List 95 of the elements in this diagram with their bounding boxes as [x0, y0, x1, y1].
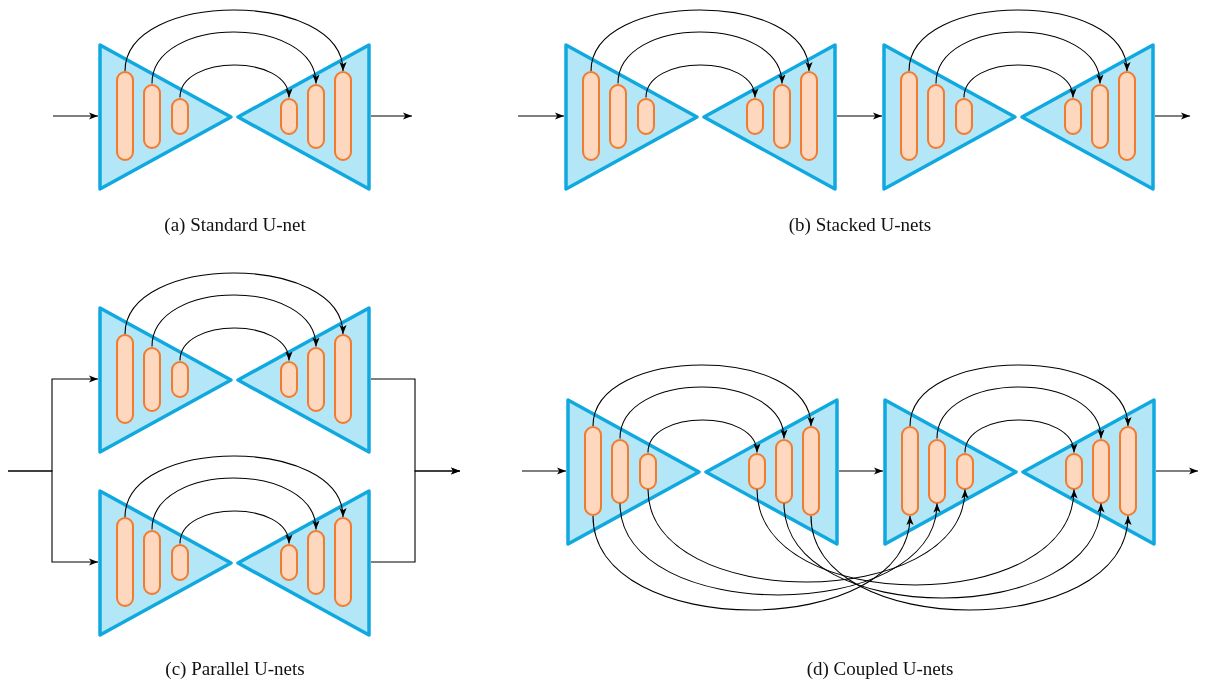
arrow — [517, 112, 565, 120]
pill-block — [928, 438, 946, 504]
triangle-block — [563, 42, 700, 192]
arrow — [964, 419, 1076, 454]
pill-block — [334, 71, 352, 161]
pill-block — [748, 452, 766, 490]
pill-block — [611, 438, 629, 504]
triangle-block — [882, 397, 1019, 547]
pill-block — [637, 97, 655, 135]
arrow — [124, 272, 345, 335]
triangle-block — [235, 488, 372, 638]
arrow — [647, 419, 759, 454]
pill-block — [746, 97, 764, 135]
arrow — [179, 327, 291, 362]
arrow — [151, 31, 318, 85]
arrow — [124, 9, 345, 72]
arrow — [908, 9, 1129, 72]
arrow — [783, 502, 1103, 599]
pill-block — [900, 71, 918, 161]
pill-block — [775, 438, 793, 504]
arrow — [7, 470, 99, 566]
arrow — [619, 386, 786, 440]
pill-block — [956, 452, 974, 490]
pill-block — [1092, 438, 1110, 504]
triangle-block — [701, 42, 838, 192]
pill-block — [901, 426, 919, 516]
arrow — [836, 112, 883, 120]
pill-block — [802, 426, 820, 516]
pill-block — [143, 346, 161, 412]
arrow — [963, 64, 1075, 99]
pill-block — [582, 71, 600, 161]
pill-block — [609, 83, 627, 149]
pill-block — [800, 71, 818, 161]
arrow — [619, 502, 939, 596]
arrow — [590, 9, 811, 72]
arrow — [521, 467, 567, 475]
caption: (c) Parallel U-nets — [165, 658, 305, 680]
pill-block — [955, 97, 973, 135]
arrow — [617, 31, 784, 85]
triangle-block — [881, 42, 1018, 192]
pill-block — [280, 97, 298, 135]
triangle-block — [565, 397, 702, 547]
arrow — [370, 467, 461, 563]
triangle-block — [97, 305, 234, 455]
pill-block — [116, 71, 134, 161]
pill-block — [307, 346, 325, 412]
pill-block — [116, 517, 134, 607]
arrow — [936, 386, 1103, 440]
arrow — [151, 294, 318, 348]
arrow — [179, 64, 291, 99]
caption: (d) Coupled U-nets — [806, 658, 954, 680]
arrow — [909, 364, 1130, 427]
pill-block — [280, 360, 298, 398]
arrow — [151, 477, 318, 531]
pill-block — [334, 517, 352, 607]
triangle-block — [235, 42, 372, 192]
arrow — [1154, 112, 1191, 120]
arrow — [179, 510, 291, 545]
pill-block — [171, 543, 189, 581]
arrow — [1155, 467, 1199, 475]
triangle-block — [97, 488, 234, 638]
triangle-block — [1020, 397, 1157, 547]
triangle-block — [1019, 42, 1156, 192]
pill-block — [639, 452, 657, 490]
pill-block — [307, 529, 325, 595]
arrow — [810, 515, 1130, 611]
triangle-block — [235, 305, 372, 455]
pill-block — [1091, 83, 1109, 149]
triangle-block — [97, 42, 234, 192]
arrow — [645, 64, 757, 99]
pill-block — [280, 543, 298, 581]
pill-block — [116, 334, 134, 424]
pill-block — [1118, 71, 1136, 161]
pill-block — [334, 334, 352, 424]
arrow — [52, 112, 99, 120]
pill-block — [1065, 452, 1083, 490]
arrow — [647, 488, 967, 583]
caption: (a) Standard U-net — [164, 214, 306, 236]
pill-block — [143, 529, 161, 595]
pill-block — [1119, 426, 1137, 516]
pill-block — [1064, 97, 1082, 135]
pill-block — [171, 360, 189, 398]
arrow — [592, 364, 813, 427]
arrow — [935, 31, 1102, 85]
caption: (b) Stacked U-nets — [788, 214, 932, 236]
arrow — [838, 467, 884, 475]
pill-block — [171, 97, 189, 135]
arrow — [124, 455, 345, 518]
pill-block — [307, 83, 325, 149]
pill-block — [143, 83, 161, 149]
triangle-block — [703, 397, 840, 547]
pill-block — [773, 83, 791, 149]
arrow — [370, 112, 413, 120]
pill-block — [584, 426, 602, 516]
pill-block — [927, 83, 945, 149]
